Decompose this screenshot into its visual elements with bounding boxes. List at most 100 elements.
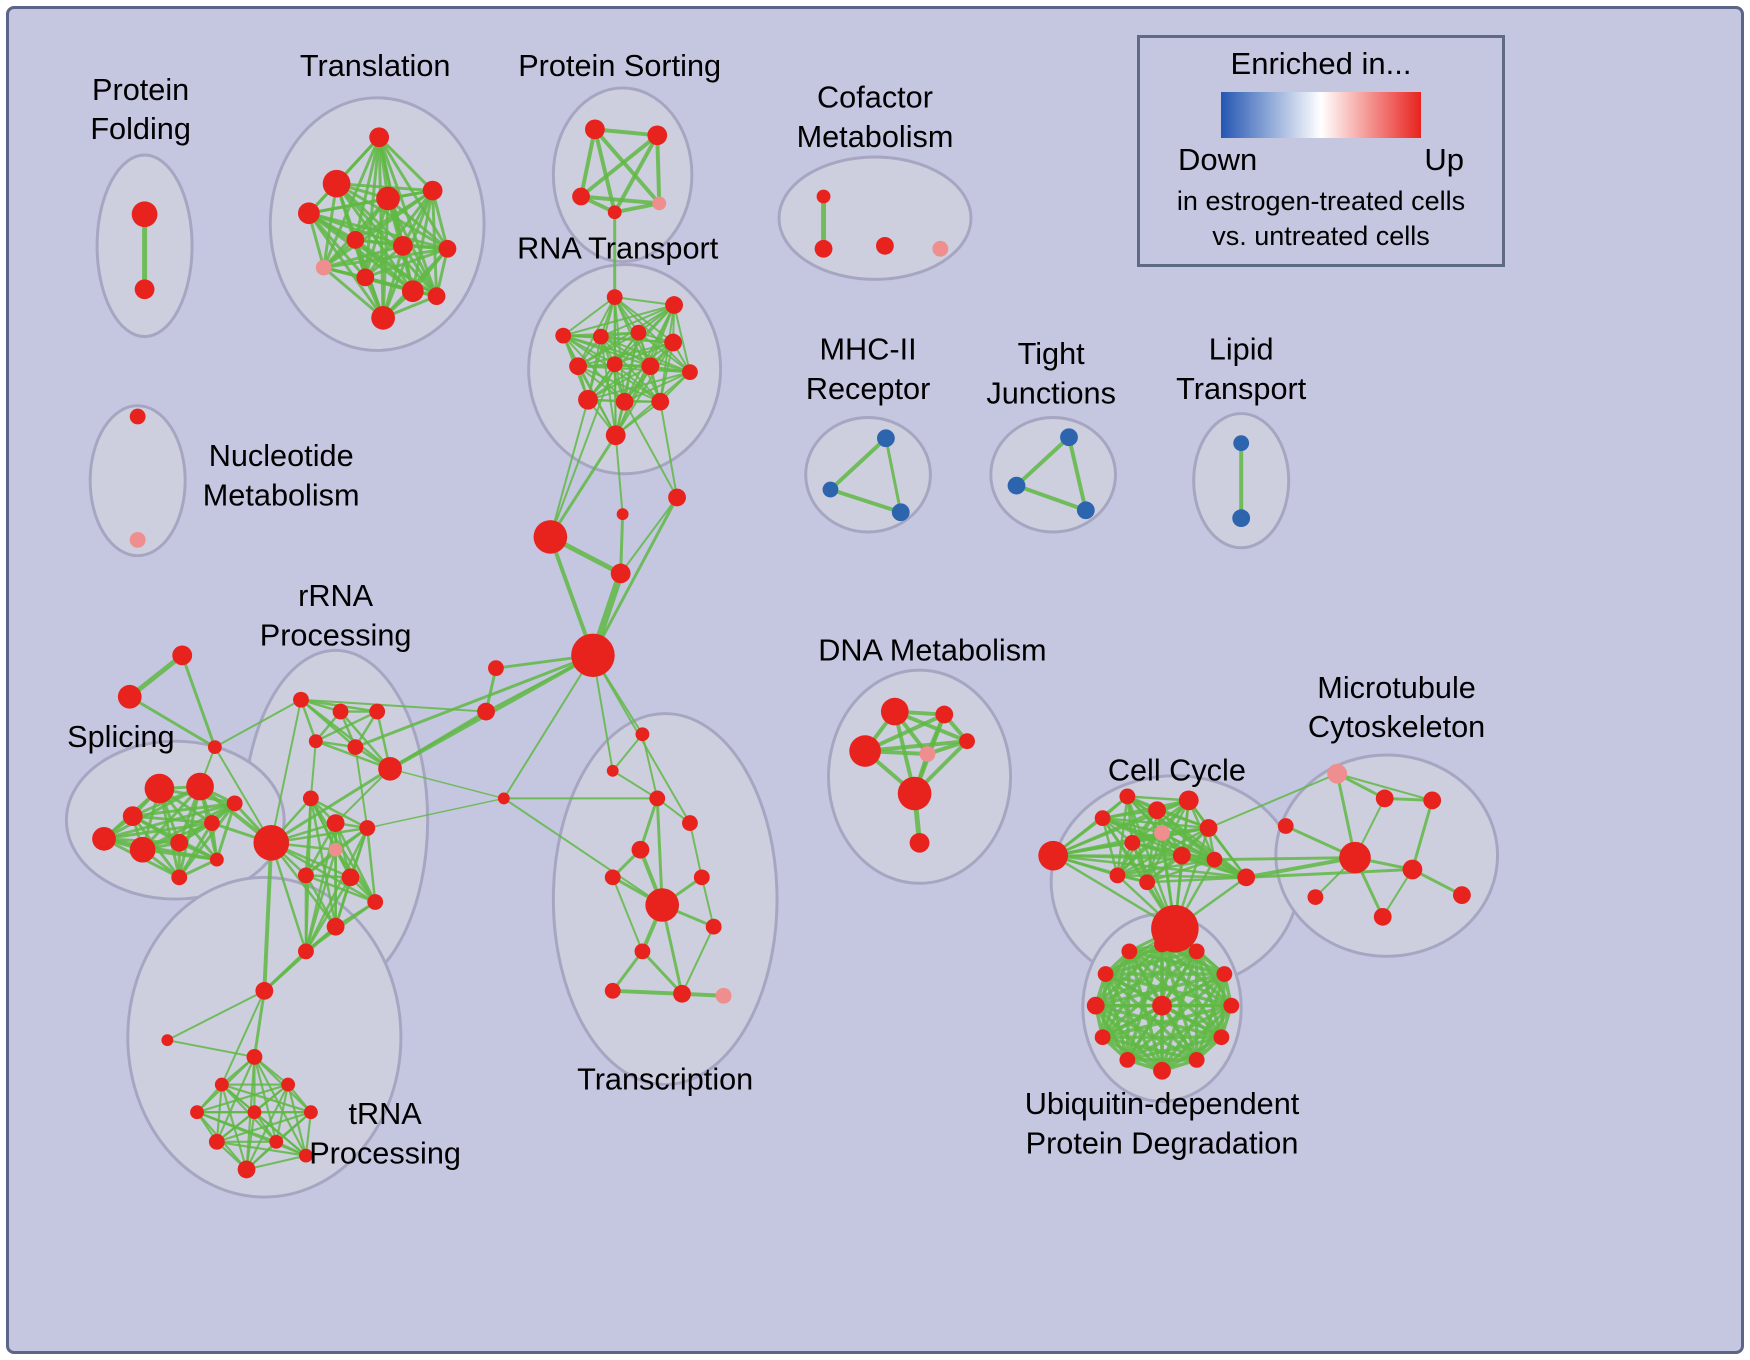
edge bbox=[102, 821, 214, 841]
edge bbox=[1067, 435, 1088, 513]
node-128 bbox=[1139, 874, 1156, 891]
node-8 bbox=[393, 235, 413, 256]
cluster-label-mhc-ii-receptor: Receptor bbox=[806, 372, 930, 406]
node-118 bbox=[1094, 810, 1111, 827]
edge bbox=[220, 989, 266, 1086]
node-87 bbox=[246, 1049, 263, 1065]
edge bbox=[322, 247, 449, 270]
edge bbox=[688, 822, 703, 879]
cluster-label-lipid-transport: Lipid bbox=[1209, 332, 1274, 366]
edge bbox=[623, 400, 679, 499]
cluster-label-nucleotide-metabolism: Metabolism bbox=[203, 478, 360, 512]
cluster-label-trna-processing: Processing bbox=[309, 1137, 461, 1171]
edge bbox=[591, 495, 679, 657]
edge bbox=[1127, 949, 1234, 1008]
cluster-label-ubiquitin-degradation: Protein Degradation bbox=[1026, 1127, 1299, 1161]
node-45 bbox=[1076, 501, 1095, 520]
edge bbox=[1116, 858, 1216, 877]
edge bbox=[610, 988, 684, 996]
node-24 bbox=[606, 289, 623, 306]
node-94 bbox=[269, 1134, 284, 1149]
edge bbox=[304, 821, 337, 953]
edge bbox=[681, 925, 715, 995]
node-129 bbox=[1237, 868, 1256, 887]
edge bbox=[1014, 435, 1071, 488]
node-61 bbox=[92, 827, 116, 851]
edge bbox=[195, 1083, 290, 1114]
edge bbox=[377, 135, 435, 193]
edge bbox=[1207, 826, 1248, 879]
edge bbox=[215, 1111, 256, 1143]
edge bbox=[828, 436, 888, 492]
node-139 bbox=[1373, 907, 1392, 926]
node-95 bbox=[237, 1160, 256, 1179]
edge bbox=[613, 296, 691, 374]
cluster-label-lipid-transport: Transport bbox=[1176, 372, 1307, 406]
node-134 bbox=[1277, 818, 1294, 834]
cluster-label-splicing: Splicing bbox=[67, 720, 174, 754]
node-96 bbox=[298, 1148, 313, 1163]
edge bbox=[659, 341, 675, 403]
edge bbox=[1131, 826, 1210, 845]
node-31 bbox=[606, 356, 623, 373]
edge bbox=[614, 434, 624, 516]
edge bbox=[339, 710, 392, 771]
edge bbox=[673, 304, 691, 374]
edge bbox=[304, 1111, 312, 1157]
node-52 bbox=[571, 633, 615, 678]
edge bbox=[619, 512, 625, 575]
edge bbox=[1126, 795, 1190, 802]
legend-subtitle-line2: vs. untreated cells bbox=[1212, 221, 1430, 251]
node-92 bbox=[303, 1105, 318, 1120]
edge bbox=[1127, 949, 1224, 1039]
edge bbox=[314, 739, 392, 771]
cluster-ellipse-cofactor-metabolism bbox=[777, 155, 973, 281]
edge bbox=[641, 733, 659, 800]
node-60 bbox=[122, 806, 143, 827]
edge bbox=[213, 746, 273, 844]
node-27 bbox=[592, 328, 609, 345]
node-91 bbox=[247, 1105, 262, 1120]
node-123 bbox=[1154, 825, 1170, 841]
edge bbox=[1116, 795, 1129, 877]
node-22 bbox=[875, 236, 894, 255]
edge bbox=[613, 341, 675, 366]
node-16 bbox=[647, 125, 668, 146]
edge bbox=[1103, 972, 1130, 1062]
edge bbox=[270, 841, 308, 953]
cluster-label-trna-processing: tRNA bbox=[348, 1097, 422, 1131]
node-102 bbox=[604, 869, 621, 886]
node-89 bbox=[281, 1077, 296, 1092]
node-68 bbox=[293, 691, 309, 708]
edge bbox=[269, 767, 392, 845]
edge bbox=[1336, 772, 1434, 802]
cluster-label-rrna-processing: rRNA bbox=[298, 579, 374, 613]
edge bbox=[335, 182, 435, 193]
cluster-label-mhc-ii-receptor: MHC-II bbox=[820, 332, 917, 366]
edge bbox=[363, 196, 390, 279]
edge bbox=[353, 238, 415, 293]
edge bbox=[215, 1111, 312, 1143]
edge bbox=[613, 296, 626, 403]
cluster-label-nucleotide-metabolism: Nucleotide bbox=[209, 439, 354, 473]
node-107 bbox=[604, 982, 621, 999]
node-28 bbox=[630, 324, 647, 341]
cluster-ellipse-nucleotide-metabolism bbox=[88, 404, 187, 558]
edge bbox=[562, 304, 676, 337]
node-38 bbox=[129, 408, 146, 425]
node-116 bbox=[909, 832, 930, 853]
node-111 bbox=[935, 705, 954, 724]
node-86 bbox=[161, 1034, 174, 1047]
cluster-label-rrna-processing: Processing bbox=[260, 619, 412, 653]
node-23 bbox=[932, 240, 949, 257]
node-122 bbox=[1199, 819, 1218, 837]
edge bbox=[299, 698, 488, 713]
edge bbox=[220, 1083, 312, 1114]
node-151 bbox=[1121, 943, 1138, 960]
node-97 bbox=[635, 727, 650, 742]
node-64 bbox=[203, 815, 220, 831]
edge bbox=[180, 653, 217, 749]
edge bbox=[431, 189, 449, 251]
edge bbox=[1101, 816, 1119, 877]
